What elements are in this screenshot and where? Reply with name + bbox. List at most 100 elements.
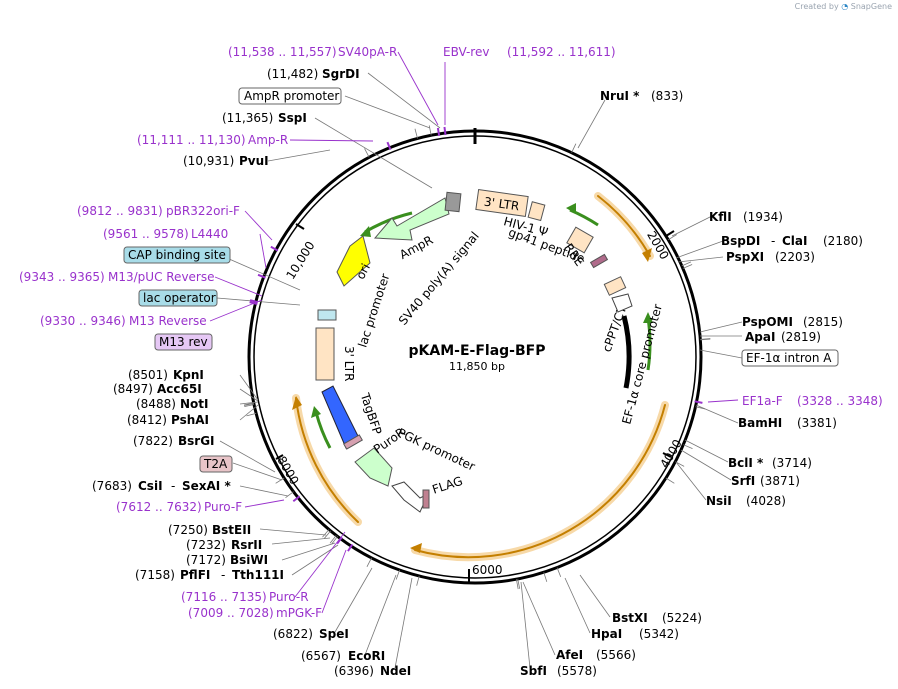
enzyme-spei[interactable]: SpeI xyxy=(319,627,349,641)
enzyme-pvui-pos: (10,931) xyxy=(183,154,234,168)
primer-mpgk-f[interactable]: mPGK-F xyxy=(276,606,322,620)
enzyme-pflfi-sep: - xyxy=(221,568,225,582)
enzyme-ecori-pos: (6567) xyxy=(301,649,341,663)
enzyme-pspxi[interactable]: PspXI xyxy=(726,250,764,264)
t2a-tag[interactable] xyxy=(199,455,233,473)
enzyme-sspi-pos: (11,365) xyxy=(222,111,273,125)
enzyme-bcli[interactable]: BclI * xyxy=(728,456,764,470)
green-head-1 xyxy=(566,203,576,214)
enzyme-nrui-pos: (833) xyxy=(651,89,683,103)
enzyme-bspdi[interactable]: BspDI xyxy=(721,234,760,248)
cut-mark-9 xyxy=(665,477,675,484)
enzyme-rsrii[interactable]: RsrII xyxy=(231,538,262,552)
tick-6000: 6000 xyxy=(472,563,503,577)
cut-mark-23 xyxy=(246,412,257,417)
primer-mark-3 xyxy=(270,245,279,252)
ltr-3-left xyxy=(315,327,335,381)
enzyme-kpni[interactable]: KpnI xyxy=(173,368,204,382)
enzyme-ndei[interactable]: NdeI xyxy=(380,664,411,678)
enzyme-pflfi[interactable]: PflFI xyxy=(180,568,210,582)
ampr-promoter-tag[interactable] xyxy=(238,87,342,105)
pline-amp-r xyxy=(289,139,374,142)
enzyme-sbfi[interactable]: SbfI xyxy=(520,664,547,678)
puror-arrow xyxy=(354,447,393,487)
primer-puro-r[interactable]: Puro-R xyxy=(269,590,309,604)
ampr-promoter-box xyxy=(444,191,462,213)
rre-box xyxy=(566,226,594,254)
primer-ef1a-f-pos: (3328 .. 3348) xyxy=(797,394,883,408)
cut-mark-4 xyxy=(700,338,711,340)
leader-ef1a-intron xyxy=(699,349,743,359)
pline-mpgk-f xyxy=(321,549,347,614)
plasmid-size: 11,850 bp xyxy=(449,360,505,373)
enzyme-sgrdi[interactable]: SgrDI xyxy=(322,67,360,81)
enzyme-kfli[interactable]: KflI xyxy=(709,210,732,224)
primer-ebv-rev[interactable]: EBV-rev xyxy=(443,45,489,59)
enzyme-bcli-pos: (3714) xyxy=(772,456,812,470)
leader-bsrgi xyxy=(219,440,276,473)
enzyme-pspomi[interactable]: PspOMI xyxy=(742,315,793,329)
primer-m13puc[interactable]: M13/pUC Reverse xyxy=(108,270,215,284)
enzyme-csii[interactable]: CsiI xyxy=(138,479,163,493)
enzyme-sspi[interactable]: SspI xyxy=(278,111,307,125)
cut-mark-10 xyxy=(556,567,562,578)
enzyme-bsrgi[interactable]: BsrGI xyxy=(178,434,215,448)
enzyme-rsrii-pos: (7232) xyxy=(186,538,226,552)
pline-l4440 xyxy=(259,233,267,269)
enzyme-labels-left: PflFI - Tth111I (7158) BsiWI (7172) RsrI… xyxy=(92,368,284,582)
enzyme-bamhi[interactable]: BamHI xyxy=(738,416,782,430)
enzyme-bstxi[interactable]: BstXI xyxy=(612,611,648,625)
enzyme-noti[interactable]: NotI xyxy=(180,397,209,411)
enzyme-ecori[interactable]: EcoRI xyxy=(348,649,385,663)
credit-prefix: Created by xyxy=(794,2,839,11)
cut-mark-18 xyxy=(329,535,337,544)
cut-mark-26 xyxy=(243,402,254,406)
enzyme-tth111i[interactable]: Tth111I xyxy=(232,568,284,582)
cut-mark-17 xyxy=(331,536,338,545)
primer-sv40pa-r[interactable]: SV40pA-R xyxy=(338,45,397,59)
primer-lines xyxy=(209,51,739,614)
primer-l4440[interactable]: L4440 xyxy=(191,227,228,241)
pline-puro-f xyxy=(244,499,285,508)
enzyme-sexai[interactable]: SexAI * xyxy=(182,479,231,493)
primer-m13rev-pos: (9330 .. 9346) xyxy=(40,314,126,328)
primer-mark-7 xyxy=(694,400,703,404)
tick-4000-mark xyxy=(662,452,672,458)
tick-10000-mark xyxy=(295,223,305,230)
enzyme-pspomi-pos: (2815) xyxy=(803,315,843,329)
cut-mark-12 xyxy=(517,578,521,589)
enzyme-acc65i[interactable]: Acc65I xyxy=(157,382,202,396)
primer-m13rev[interactable]: M13 Reverse xyxy=(129,314,207,328)
enzyme-pvui[interactable]: PvuI xyxy=(239,154,269,168)
enzyme-hpai[interactable]: HpaI xyxy=(591,627,622,641)
m13-rev-tag[interactable] xyxy=(154,333,213,351)
enzyme-clai[interactable]: ClaI xyxy=(782,234,807,248)
lac-operator-tag-label: lac operator xyxy=(143,291,216,305)
ef1a-intron-tag[interactable] xyxy=(741,349,839,367)
primer-puro-f[interactable]: Puro-F xyxy=(204,500,242,514)
primer-pbr322-pos: (9812 .. 9831) xyxy=(77,204,163,218)
primer-ef1a-f[interactable]: EF1a-F xyxy=(742,394,783,408)
enzyme-apai[interactable]: ApaI xyxy=(745,330,775,344)
orf-arrow-1 xyxy=(642,248,652,262)
enzyme-pshai[interactable]: PshAI xyxy=(171,413,209,427)
enzyme-kpni-pos: (8501) xyxy=(128,368,168,382)
gp41-box xyxy=(589,253,609,269)
enzyme-bsteii[interactable]: BstEII xyxy=(212,523,251,537)
enzyme-afei[interactable]: AfeI xyxy=(556,648,583,662)
enzyme-nsii[interactable]: NsiI xyxy=(706,494,732,508)
cut-mark-8 xyxy=(675,461,685,467)
orf-arc-2 xyxy=(414,404,666,559)
lac-operator-tag[interactable] xyxy=(138,289,218,307)
enzyme-srfi[interactable]: SrfI xyxy=(731,474,755,488)
tick-10000: 10,000 xyxy=(283,239,317,282)
leader-lines xyxy=(216,72,743,669)
tick-8000-mark xyxy=(275,454,284,460)
primer-pbr322[interactable]: pBR322ori-F xyxy=(166,204,240,218)
primer-amp-r[interactable]: Amp-R xyxy=(248,133,288,147)
cap-binding-site-tag[interactable] xyxy=(123,246,231,264)
enzyme-nrui[interactable]: NruI * xyxy=(600,89,640,103)
boxed-labels: AmpR promoter CAP binding site lac opera… xyxy=(123,87,839,473)
leader-bspdi xyxy=(675,240,724,259)
enzyme-bsiwi[interactable]: BsiWI xyxy=(230,553,268,567)
